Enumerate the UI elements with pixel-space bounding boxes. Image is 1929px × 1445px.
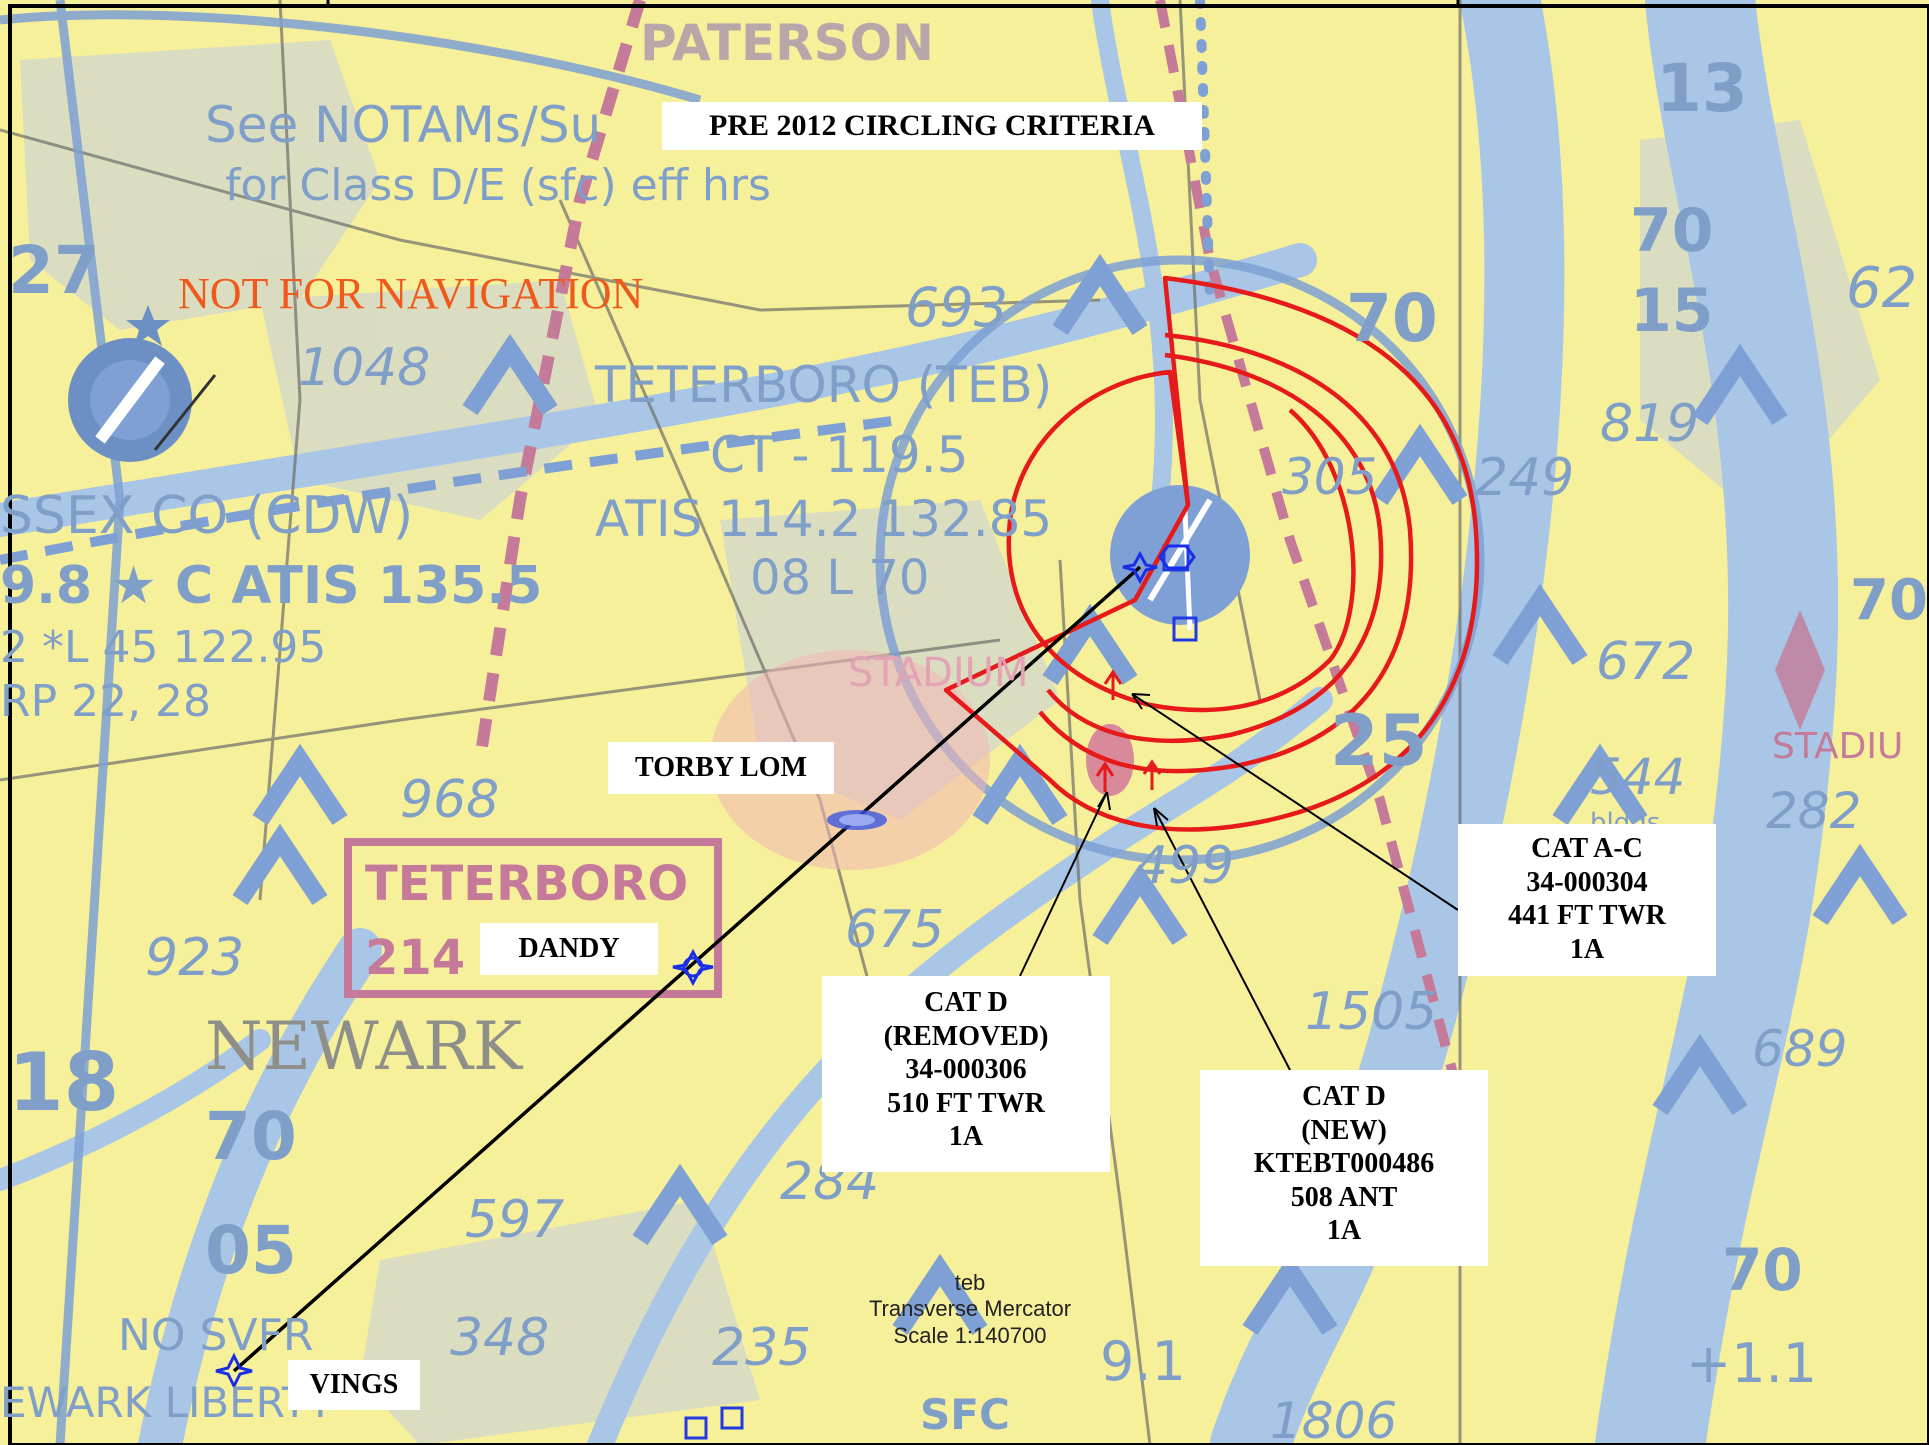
torby-ndb-icon bbox=[827, 810, 887, 830]
elevation-305: 305 bbox=[1282, 448, 1378, 506]
airspace-boundaries bbox=[0, 0, 1465, 1102]
essex-rp-label: RP 22, 28 bbox=[0, 676, 212, 727]
number-18-label: 18 bbox=[8, 1036, 120, 1129]
elevation-597: 597 bbox=[465, 1190, 565, 1250]
scale-label: Scale 1:140700 bbox=[893, 1322, 1047, 1348]
callout-line: 510 FT TWR bbox=[887, 1087, 1045, 1119]
newark-city-label: NEWARK bbox=[205, 1008, 523, 1085]
obstacle-markers bbox=[684, 544, 1198, 1440]
elevation-1048: 1048 bbox=[298, 338, 431, 398]
obstruction-symbols bbox=[232, 253, 1908, 1335]
essex-lighting-label: 2 *L 45 122.95 bbox=[0, 622, 327, 673]
number-62-label: 62 bbox=[1846, 256, 1918, 321]
notams-label: See NOTAMs/Su bbox=[205, 96, 602, 154]
elevation-1806: 1806 bbox=[1270, 1392, 1398, 1445]
map-frame bbox=[8, 4, 1929, 1445]
callout-line: CAT D bbox=[924, 987, 1008, 1018]
callout-line: 1A bbox=[1326, 1215, 1362, 1247]
no-svfr-label: NO SVFR bbox=[118, 1310, 314, 1361]
essex-airport-icon bbox=[68, 305, 217, 462]
callout-line: 508 ANT bbox=[1290, 1181, 1398, 1213]
elevation-968: 968 bbox=[400, 770, 500, 830]
notams-label-2: for Class D/E (sfc) eff hrs bbox=[225, 160, 771, 211]
number-70-right-label: 70 bbox=[1850, 568, 1928, 633]
teterboro-airport-label: TETERBORO (TEB) bbox=[595, 356, 1053, 414]
elevation-348: 348 bbox=[450, 1308, 550, 1368]
scale-block: teb Transverse Mercator Scale 1:140700 bbox=[840, 1270, 1100, 1349]
newark-liberty-label: EWARK LIBERTY bbox=[0, 1378, 334, 1427]
elevation-235: 235 bbox=[712, 1318, 812, 1378]
projection-label: Transverse Mercator bbox=[868, 1296, 1072, 1322]
stadium-label: STADIUM bbox=[848, 650, 1029, 696]
number-9-1-label: 9.1 bbox=[1100, 1330, 1186, 1393]
elevation-819: 819 bbox=[1600, 394, 1700, 454]
number-25-label: 25 bbox=[1330, 700, 1428, 782]
callout-line: 34-000306 bbox=[905, 1054, 1027, 1086]
sfc-label: SFC bbox=[920, 1390, 1010, 1439]
ceiling-70-label: 70 bbox=[1630, 196, 1714, 266]
elevation-672: 672 bbox=[1596, 632, 1696, 692]
airport-hex-icon bbox=[1158, 544, 1196, 570]
map-name: teb bbox=[954, 1270, 986, 1295]
callout-line: (NEW) bbox=[1301, 1114, 1387, 1146]
vings-fix-icon bbox=[215, 1352, 253, 1390]
obstacle-arrows bbox=[1095, 669, 1162, 792]
number-27-label: 27 bbox=[8, 232, 100, 309]
callout-line: KTEBT000486 bbox=[1253, 1148, 1435, 1180]
elevation-689: 689 bbox=[1752, 1020, 1848, 1078]
dandy-fix-icon bbox=[672, 948, 714, 987]
number-70-lower-right-label: 70 bbox=[1722, 1236, 1803, 1304]
elevation-923: 923 bbox=[145, 928, 245, 988]
teterboro-box-frame bbox=[344, 838, 722, 998]
teterboro-airport-icon bbox=[1110, 485, 1250, 631]
elevation-1505: 1505 bbox=[1305, 982, 1438, 1042]
obstacle-callout-cat-a-c: CAT A-C 34-000304 441 FT TWR 1A bbox=[1458, 824, 1716, 976]
number-70-upper-label: 70 bbox=[1346, 280, 1438, 357]
leader-lines bbox=[1019, 693, 1459, 1071]
stadium-right-label: STADIU bbox=[1772, 726, 1904, 767]
stadium-diamond-icon bbox=[1775, 610, 1825, 730]
callout-line: 34-000304 bbox=[1526, 866, 1648, 898]
callout-line: 441 FT TWR bbox=[1508, 900, 1666, 932]
teterboro-box-number: 214 bbox=[365, 930, 466, 986]
callout-line: (REMOVED) bbox=[883, 1020, 1049, 1052]
elevation-675: 675 bbox=[845, 900, 945, 960]
floor-05-label: 05 bbox=[205, 1212, 297, 1289]
essex-airport-label: SSEX CO (CDW) bbox=[0, 486, 414, 546]
dandy-fix-label: DANDY bbox=[480, 923, 658, 975]
paterson-label: PATERSON bbox=[640, 14, 934, 72]
runway-info-label: 08 L 70 bbox=[750, 550, 930, 606]
number-1-1-label: +1.1 bbox=[1686, 1332, 1818, 1395]
atis-frequency-label: ATIS 114.2 132.85 bbox=[595, 490, 1053, 548]
number-13-label: 13 bbox=[1656, 50, 1748, 127]
water-bodies bbox=[0, 0, 1839, 1445]
callout-line: CAT A-C bbox=[1531, 833, 1643, 864]
callout-line: 1A bbox=[1569, 933, 1605, 965]
map-title: PRE 2012 CIRCLING CRITERIA bbox=[662, 102, 1202, 150]
elevation-249: 249 bbox=[1475, 448, 1575, 508]
elevation-499: 499 bbox=[1135, 836, 1235, 896]
elevation-693: 693 bbox=[905, 276, 1009, 339]
callout-line: CAT D bbox=[1302, 1081, 1386, 1112]
vings-fix-label: VINGS bbox=[288, 1360, 420, 1410]
not-for-navigation-label: NOT FOR NAVIGATION bbox=[178, 269, 644, 318]
fix-symbols bbox=[215, 544, 1196, 1390]
obstacle-callout-cat-d-removed: CAT D (REMOVED) 34-000306 510 FT TWR 1A bbox=[822, 976, 1110, 1172]
elevation-282: 282 bbox=[1766, 782, 1862, 840]
torby-lom-label: TORBY LOM bbox=[608, 742, 834, 794]
callout-line: 1A bbox=[948, 1121, 984, 1153]
elevation-544: 544 bbox=[1590, 748, 1686, 806]
teterboro-box-label: TETERBORO bbox=[365, 856, 689, 912]
teterboro-threshold-fix-icon bbox=[1122, 550, 1158, 585]
floor-15-label: 15 bbox=[1630, 276, 1714, 346]
essex-atis-label: 9.8 ★ C ATIS 135.5 bbox=[0, 556, 543, 616]
ct-frequency-label: CT - 119.5 bbox=[710, 426, 969, 484]
ceiling-70-lower-label: 70 bbox=[205, 1098, 297, 1175]
obstacle-callout-cat-d-new: CAT D (NEW) KTEBT000486 508 ANT 1A bbox=[1200, 1070, 1488, 1266]
